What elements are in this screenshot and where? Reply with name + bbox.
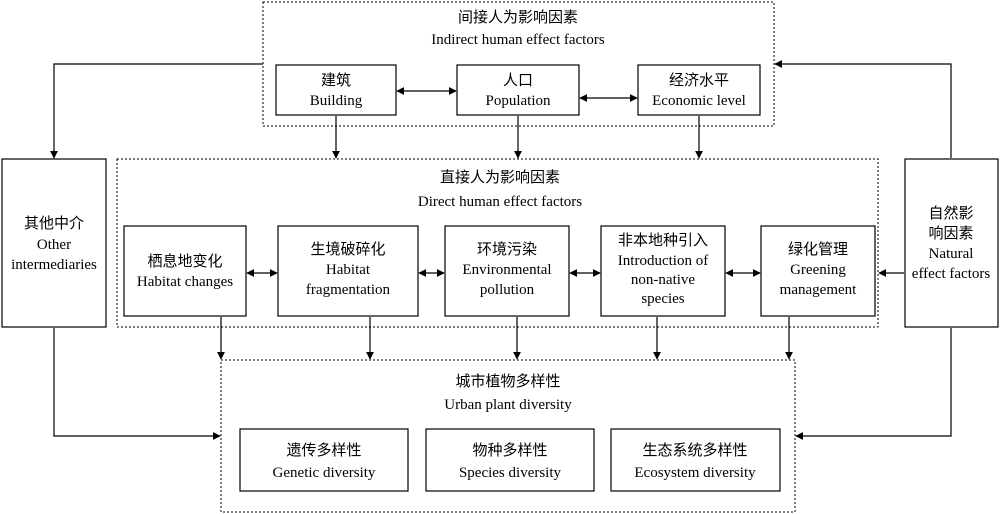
habitat-fragmentation-box: 生境破碎化 Habitat fragmentation bbox=[277, 225, 419, 317]
direct-group-title-zh: 直接人为影响因素 bbox=[440, 168, 560, 186]
environmental-pollution-label-zh: 环境污染 bbox=[477, 240, 537, 258]
environmental-pollution-label-en1: Environmental bbox=[462, 262, 551, 278]
building-label-en: Building bbox=[310, 93, 363, 109]
habitat-fragmentation-label-zh: 生境破碎化 bbox=[310, 240, 385, 258]
arrow-other-to-urban bbox=[53, 328, 221, 440]
arrow-natural-to-indirect bbox=[774, 60, 952, 158]
natural-factors-label-en2: effect factors bbox=[912, 266, 991, 282]
arrow-indirect-to-other bbox=[50, 63, 263, 159]
habitat-changes-label-zh: 栖息地变化 bbox=[147, 252, 222, 270]
economic-level-label-zh: 经济水平 bbox=[669, 71, 729, 89]
species-diversity-label-en: Species diversity bbox=[459, 465, 562, 481]
environmental-pollution-box: 环境污染 Environmental pollution bbox=[444, 225, 570, 317]
genetic-diversity-label-en: Genetic diversity bbox=[273, 465, 376, 481]
arrow-natural-to-urban bbox=[795, 328, 952, 440]
natural-factors-label-zh2: 响因素 bbox=[928, 224, 973, 242]
genetic-diversity-label-zh: 遗传多样性 bbox=[286, 441, 361, 459]
other-intermediaries-box: 其他中介 Other intermediaries bbox=[1, 158, 107, 328]
economic-level-box: 经济水平 Economic level bbox=[637, 64, 761, 116]
population-label-en: Population bbox=[485, 93, 551, 109]
habitat-fragmentation-label-en2: fragmentation bbox=[306, 282, 391, 298]
non-native-introduction-label-zh: 非本地种引入 bbox=[618, 231, 708, 249]
natural-factors-box: 自然影 响因素 Natural effect factors bbox=[904, 158, 999, 328]
greening-management-label-en1: Greening bbox=[790, 262, 846, 278]
greening-management-label-zh: 绿化管理 bbox=[788, 240, 848, 258]
urban-group-title-zh: 城市植物多样性 bbox=[455, 372, 560, 390]
environmental-pollution-label-en2: pollution bbox=[480, 282, 535, 298]
other-intermediaries-label-zh: 其他中介 bbox=[24, 214, 84, 232]
non-native-introduction-label-en1: Introduction of bbox=[618, 253, 708, 269]
economic-level-label-en: Economic level bbox=[652, 93, 746, 109]
genetic-diversity-box: 遗传多样性 Genetic diversity bbox=[239, 428, 409, 492]
direct-factors-group bbox=[116, 158, 879, 328]
non-native-introduction-box: 非本地种引入 Introduction of non-native specie… bbox=[600, 225, 726, 317]
building-box: 建筑 Building bbox=[275, 64, 397, 116]
building-label-zh: 建筑 bbox=[321, 71, 351, 89]
non-native-introduction-label-en2: non-native bbox=[631, 272, 695, 288]
non-native-introduction-label-en3: species bbox=[641, 291, 684, 307]
greening-management-label-en2: management bbox=[780, 282, 857, 298]
urban-group-title-en: Urban plant diversity bbox=[444, 397, 572, 413]
population-box: 人口 Population bbox=[456, 64, 580, 116]
habitat-changes-box: 栖息地变化 Habitat changes bbox=[123, 225, 247, 317]
natural-factors-label-en1: Natural bbox=[929, 246, 974, 262]
natural-factors-label-zh1: 自然影 bbox=[928, 204, 973, 222]
ecosystem-diversity-box: 生态系统多样性 Ecosystem diversity bbox=[610, 428, 781, 492]
other-intermediaries-label-en2: intermediaries bbox=[11, 257, 97, 273]
urban-plant-diversity-group bbox=[220, 359, 796, 513]
habitat-changes-label-en: Habitat changes bbox=[137, 274, 233, 290]
habitat-fragmentation-label-en1: Habitat bbox=[326, 262, 371, 278]
direct-group-title-en: Direct human effect factors bbox=[418, 194, 582, 210]
other-intermediaries-label-en1: Other bbox=[37, 237, 71, 253]
population-label-zh: 人口 bbox=[503, 71, 533, 89]
species-diversity-box: 物种多样性 Species diversity bbox=[425, 428, 595, 492]
ecosystem-diversity-label-en: Ecosystem diversity bbox=[634, 465, 756, 481]
species-diversity-label-zh: 物种多样性 bbox=[472, 441, 547, 459]
indirect-group-title-en: Indirect human effect factors bbox=[431, 32, 605, 48]
ecosystem-diversity-label-zh: 生态系统多样性 bbox=[642, 441, 747, 459]
indirect-group-title-zh: 间接人为影响因素 bbox=[458, 8, 578, 26]
greening-management-box: 绿化管理 Greening management bbox=[760, 225, 876, 317]
